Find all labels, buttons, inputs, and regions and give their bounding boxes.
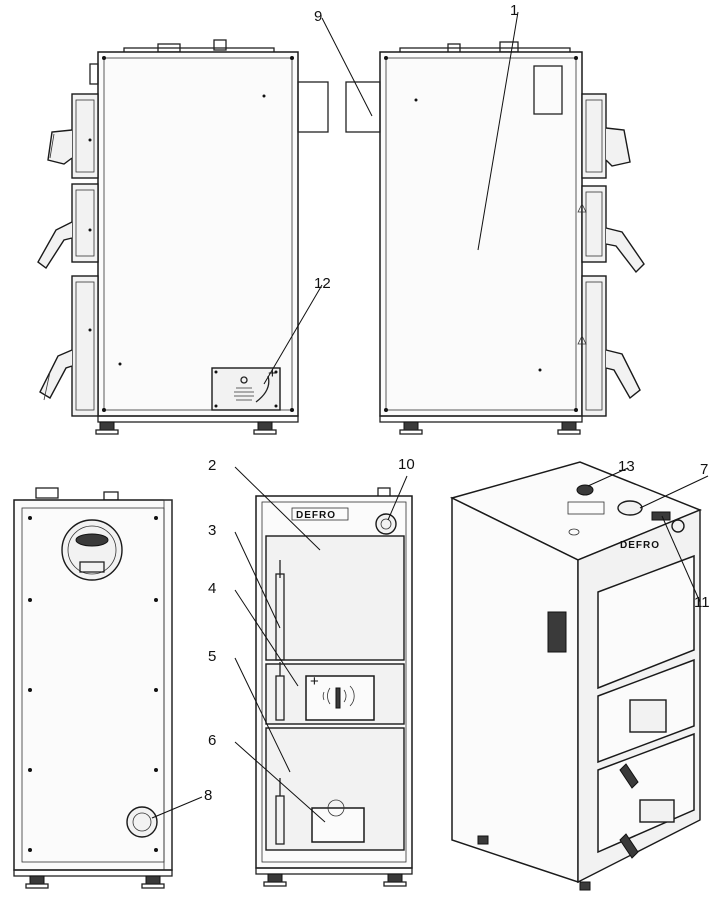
callout-13: 13 — [618, 458, 635, 475]
left-view-door-upper — [47, 93, 99, 179]
callout-2: 2 — [208, 457, 216, 474]
callout-10: 10 — [398, 456, 415, 473]
right-view-door-upper — [581, 93, 631, 179]
callout-5: 5 — [208, 648, 216, 665]
front-middle-door: + — [265, 662, 405, 725]
front-view: DEFRO + — [255, 487, 413, 887]
callout-12: 12 — [314, 275, 331, 292]
right-view-door-lower — [577, 275, 641, 417]
callout-4: 4 — [208, 580, 216, 597]
left-side-view: + — [37, 39, 329, 435]
callout-3: 3 — [208, 522, 216, 539]
svg-text:+: + — [268, 365, 277, 382]
right-view-door-middle — [577, 185, 645, 274]
callout-7: 7 — [700, 461, 708, 478]
svg-text:+: + — [310, 673, 319, 690]
inspection-grille-plate: + — [211, 365, 281, 411]
callout-1: 1 — [510, 2, 518, 19]
callout-11: 11 — [694, 594, 710, 611]
svg-text:DEFRO: DEFRO — [620, 540, 660, 551]
brand-label: DEFRO — [296, 510, 336, 521]
rear-view — [13, 487, 173, 889]
left-view-door-lower — [39, 275, 99, 417]
callout-8: 8 — [204, 787, 212, 804]
front-upper-door — [265, 535, 405, 661]
callout-9: 9 — [314, 8, 322, 25]
isometric-view: DEFRO — [449, 461, 702, 891]
left-view-door-middle — [37, 183, 99, 270]
callout-6: 6 — [208, 732, 216, 749]
callout-leaders — [151, 11, 709, 823]
front-lower-door — [265, 727, 405, 851]
right-side-view — [345, 41, 645, 435]
